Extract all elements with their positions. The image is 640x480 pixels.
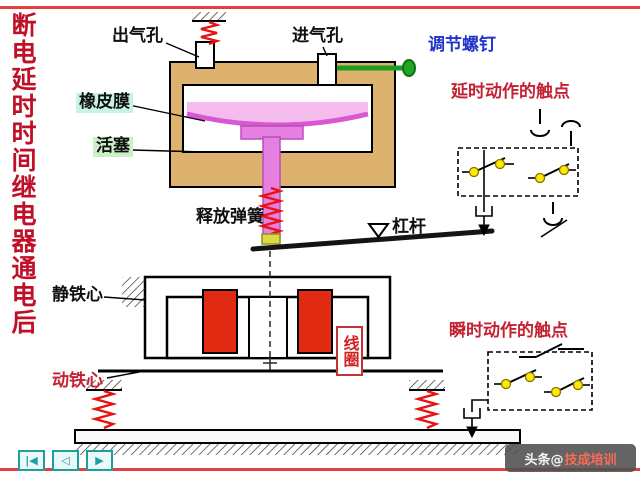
watermark: 头条@技成培训: [505, 444, 636, 472]
armature-springs: [86, 380, 445, 430]
air-inlet-label: 进气孔: [292, 26, 343, 46]
nav-previous-button[interactable]: ◁: [52, 450, 79, 471]
air-outlet-label: 出气孔: [112, 26, 163, 46]
page-title: 断电延时时间继电器通电后: [8, 12, 37, 336]
delayed-contacts-title: 延时动作的触点: [451, 82, 570, 102]
instant-contacts-symbols: [463, 343, 593, 439]
nav-first-button[interactable]: |◀: [18, 450, 45, 471]
watermark-prefix: 头条@: [524, 452, 564, 468]
adjust-screw-label: 调节螺钉: [428, 35, 496, 55]
lever-label: 杠杆: [392, 217, 426, 237]
adjusting-screw-shape: [337, 59, 416, 77]
rubber-membrane-shape: [186, 102, 369, 128]
pneumatic-chamber: [169, 41, 396, 188]
electromagnet-core: [98, 275, 443, 373]
outlet-valve-spring: [192, 12, 226, 46]
nav-next-button[interactable]: ▶: [86, 450, 113, 471]
piston-label: 活塞: [93, 136, 133, 157]
release-spring-shape: [257, 186, 285, 245]
membrane-label: 橡皮膜: [76, 92, 133, 113]
bottom-rule-line: [0, 468, 640, 471]
moving-core-label: 动铁心: [52, 371, 103, 391]
base-plate: [74, 429, 521, 455]
linkage-dashed-line: [263, 251, 277, 370]
release-spring-label: 释放弹簧: [196, 207, 264, 227]
lever-shape: [250, 223, 495, 252]
nav-toolbar: |◀ ◁ ▶: [18, 450, 113, 471]
watermark-name: 技成培训: [564, 452, 617, 468]
top-rule-line: [0, 6, 640, 9]
delayed-contacts-symbols: [457, 109, 581, 238]
instant-contacts-title: 瞬时动作的触点: [449, 321, 568, 341]
coil-label: 线圈: [336, 326, 363, 376]
static-core-label: 静铁心: [52, 285, 103, 305]
